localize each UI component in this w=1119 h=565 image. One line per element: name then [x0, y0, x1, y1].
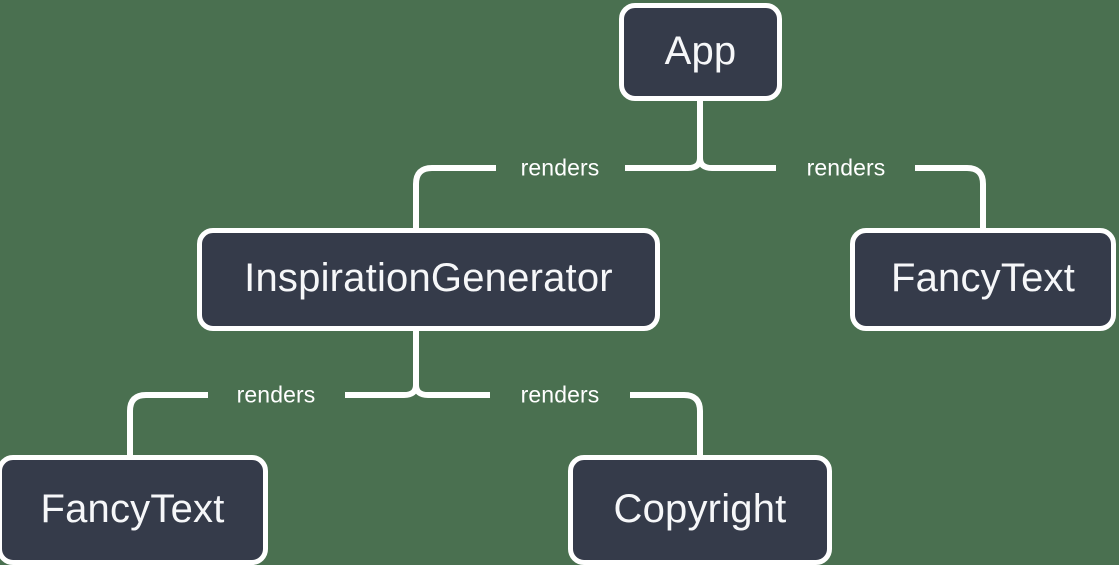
edge-label-inspiration-generator-to-fancy-text: renders	[236, 381, 316, 408]
node-fancy-text-bottom-label: FancyText	[40, 486, 225, 531]
edge-label-app-to-inspiration-generator: renders	[520, 154, 600, 181]
edge-ig-to-copyright	[630, 392, 703, 457]
node-copyright[interactable]: Copyright	[568, 455, 832, 565]
edge-branch-notch-bottom	[403, 384, 429, 398]
edge-label-inspiration-generator-to-copyright: renders	[520, 381, 600, 408]
node-fancy-text-right[interactable]: FancyText	[850, 228, 1116, 331]
edge-ig-to-fancytext	[127, 392, 208, 457]
node-fancy-text-right-label: FancyText	[890, 256, 1076, 300]
node-app-label: App	[664, 28, 737, 73]
edge-label-app-to-fancy-text: renders	[806, 154, 886, 181]
node-fancy-text-bottom[interactable]: FancyText	[0, 455, 268, 565]
edge-app-to-ig	[413, 165, 496, 230]
edge-app-to-fancytext	[915, 165, 986, 230]
node-inspiration-generator-label: InspirationGenerator	[244, 256, 613, 300]
node-app[interactable]: App	[619, 3, 782, 101]
node-copyright-label: Copyright	[613, 486, 787, 531]
node-inspiration-generator[interactable]: InspirationGenerator	[197, 228, 660, 331]
edge-branch-notch-top	[687, 157, 713, 171]
